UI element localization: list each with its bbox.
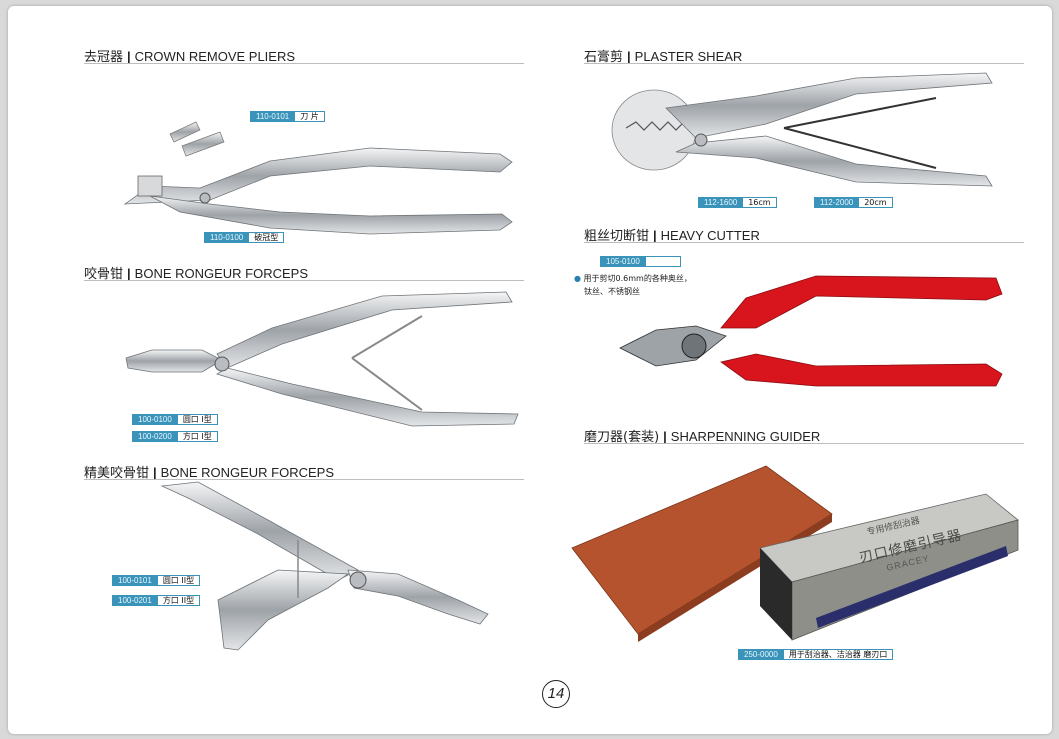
section-rule [584, 443, 1024, 444]
page-number: 14 [542, 680, 570, 708]
section-title-rongeur-1: 咬骨钳|BONE RONGEUR FORCEPS [84, 266, 309, 282]
sharpening-guide-image [759, 493, 1019, 641]
section-title-rongeur-2: 精美咬骨钳|BONE RONGEUR FORCEPS [84, 465, 335, 481]
section-title-plaster: 石膏剪|PLASTER SHEAR [584, 49, 743, 65]
section-title-cutter: 粗丝切断钳|HEAVY CUTTER [584, 228, 760, 244]
section-title-crown: 去冠器|CROWN REMOVE PLIERS [84, 49, 296, 65]
section-title-sharpen: 磨刀器(套装)|SHARPENNING GUIDER [584, 429, 821, 445]
heavy-cutter-image [619, 275, 1003, 387]
section-rule [84, 280, 524, 281]
cutter-note: ● 用于剪切0.6mm的各种奥丝， 钛丝、不锈钢丝 [574, 274, 692, 296]
crown-remove-pliers-image [123, 121, 513, 235]
section-rule [584, 63, 1024, 64]
section-rule [84, 63, 524, 64]
plaster-shear-image [611, 72, 993, 187]
bone-rongeur-forceps-image [125, 291, 519, 427]
section-rule [584, 242, 1024, 243]
fine-bone-rongeur-forceps-image [160, 481, 489, 651]
product-code-105-0100: 105-0100 [600, 256, 681, 267]
section-rule [84, 479, 524, 480]
